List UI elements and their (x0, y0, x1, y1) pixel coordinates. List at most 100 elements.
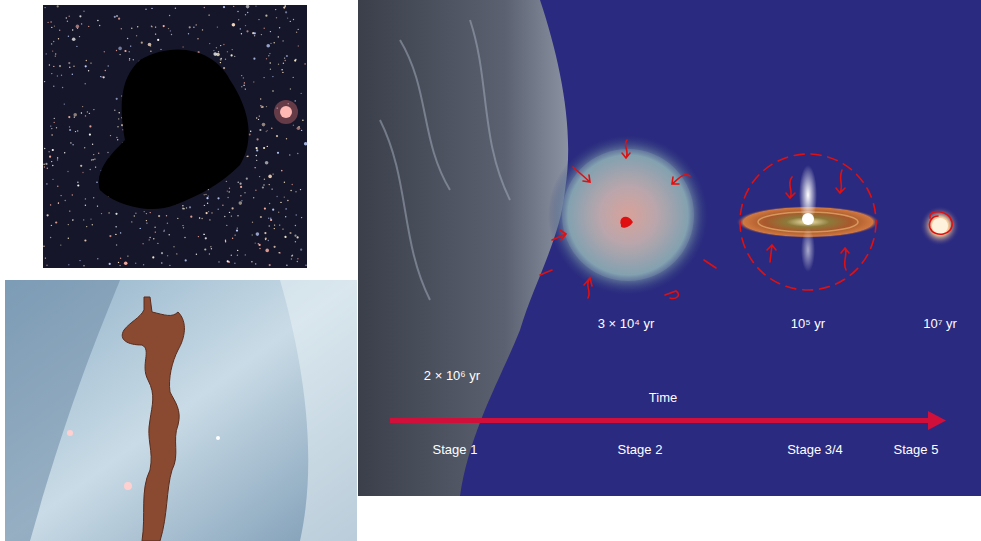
star-dot (116, 15, 118, 17)
star-dot (264, 28, 265, 29)
star-dot (70, 142, 71, 143)
star-dot (237, 215, 238, 216)
star-dot (286, 138, 287, 139)
star-dot (169, 15, 170, 16)
star-dot (226, 181, 227, 182)
star-dot (284, 57, 285, 58)
star-dot (255, 190, 256, 191)
star-dot (83, 219, 84, 220)
star-dot (297, 153, 298, 154)
dark-cloud-photo (43, 5, 307, 268)
star-dot (91, 159, 92, 160)
star-dot (46, 265, 47, 266)
star-dot (55, 55, 56, 56)
star-dot (232, 207, 234, 209)
star-dot (226, 225, 227, 226)
star-dot (145, 9, 146, 10)
star-dot (43, 164, 44, 165)
star-dot (73, 66, 74, 67)
star-dot (107, 152, 108, 153)
star-dot (88, 26, 89, 27)
star-dot (286, 265, 287, 266)
time-arrow (390, 418, 930, 423)
star-dot (161, 252, 163, 254)
star-dot (119, 112, 120, 113)
star-dot (256, 149, 258, 151)
star-dot (92, 144, 93, 145)
star-dot (278, 63, 279, 64)
star-dot (146, 220, 147, 221)
star-dot (240, 28, 241, 29)
star-dot (281, 170, 282, 171)
star-dot (82, 172, 83, 173)
star-dot (253, 197, 254, 198)
star-dot (283, 7, 285, 9)
star-dot (58, 203, 59, 204)
star-dot (267, 146, 268, 147)
star-dot (295, 225, 296, 226)
star-dot (118, 18, 120, 20)
star-dot (72, 74, 73, 75)
star-dot (57, 75, 58, 76)
star-dot (86, 226, 87, 227)
star-dot (52, 165, 53, 166)
star-dot (158, 215, 160, 217)
star-dot (239, 201, 243, 205)
star-dot (271, 188, 272, 189)
star-dot (95, 166, 96, 167)
star-dot (83, 265, 84, 266)
star-dot (277, 152, 279, 154)
star-dot (272, 76, 273, 77)
jet (799, 165, 817, 225)
stage-label: Stage 1 (433, 442, 478, 458)
star-dot (268, 175, 272, 179)
star-dot (57, 5, 59, 7)
star-dot (168, 28, 169, 29)
star-dot (220, 59, 222, 61)
star-dot (208, 195, 209, 196)
star-dot (246, 5, 250, 9)
star-dot (175, 8, 176, 9)
star-dot (85, 83, 86, 84)
star-dot (163, 231, 164, 232)
star-dot (167, 223, 168, 224)
star-dot (270, 218, 271, 219)
star-dot (294, 60, 296, 62)
star-dot (85, 65, 87, 67)
star-dot (297, 236, 299, 238)
star-dot (43, 246, 44, 247)
star-dot (135, 213, 136, 214)
star-dot (278, 36, 279, 37)
star-dot (301, 217, 302, 218)
star-dot (232, 23, 236, 27)
star-dot (283, 63, 284, 64)
star-dot (170, 30, 171, 31)
time-label: 3 × 10⁴ yr (598, 316, 655, 332)
nebula-glow (280, 280, 357, 541)
star-dot (297, 258, 298, 259)
jet (801, 228, 815, 272)
star-dot (161, 262, 162, 263)
star-dot (76, 46, 77, 47)
star-dot (81, 112, 82, 113)
star-dot (49, 64, 50, 65)
star-dot (297, 261, 298, 262)
star-dot (268, 218, 269, 219)
star-dot (292, 255, 293, 256)
star-dot (284, 182, 285, 183)
star-dot (54, 118, 55, 119)
star-dot (229, 212, 230, 213)
star-dot (269, 53, 270, 54)
star-dot (234, 234, 235, 235)
star-dot (69, 16, 70, 17)
star-dot (82, 106, 83, 107)
star-dot (245, 14, 246, 15)
star-dot (245, 25, 246, 26)
star-dot (67, 21, 68, 22)
star-dot (231, 255, 232, 256)
star-dot (47, 168, 48, 169)
star-dot (96, 182, 97, 183)
star-dot (56, 127, 57, 128)
star-dot (291, 255, 292, 256)
star-dot (166, 215, 167, 216)
